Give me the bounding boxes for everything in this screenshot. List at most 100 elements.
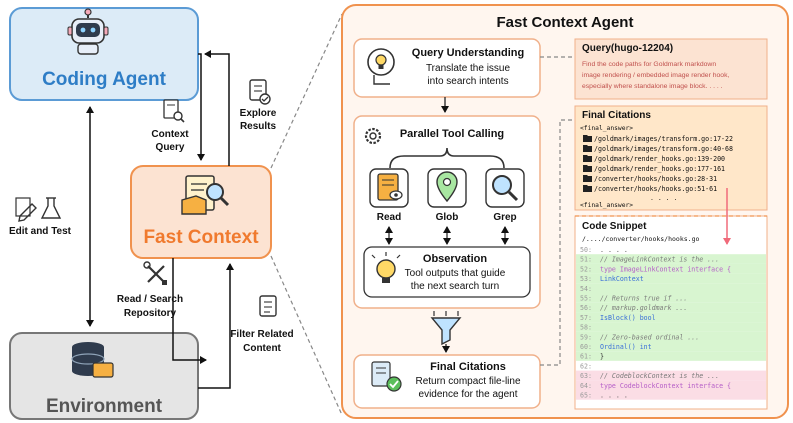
zoom-line-bottom bbox=[270, 255, 343, 416]
final-citations-desc-2: evidence for the agent bbox=[419, 389, 518, 400]
filter-list-icon bbox=[259, 295, 277, 317]
code-line-bg bbox=[576, 273, 766, 284]
code-line: 52:type ImageLinkContext interface { bbox=[576, 263, 766, 274]
citation-row: /converter/hooks/hooks.go:28-31 bbox=[583, 175, 717, 183]
code-line-bg bbox=[576, 312, 766, 323]
document-check-icon bbox=[371, 361, 402, 392]
coding-agent-box: Coding Agent bbox=[9, 7, 199, 101]
citations-card: Final Citations <final_answer> /goldmark… bbox=[574, 105, 768, 211]
context-query-arrow bbox=[197, 53, 205, 161]
explore-results-label-2: Results bbox=[240, 121, 277, 132]
zoom-line-top bbox=[270, 13, 343, 169]
query-understanding-desc-2: into search intents bbox=[427, 76, 508, 87]
code-line-number: 61: bbox=[580, 353, 592, 361]
fast-context-label: Fast Context bbox=[143, 227, 259, 248]
gear-icon bbox=[364, 127, 382, 145]
query-title: Query(hugo-12204) bbox=[582, 43, 673, 54]
observation-desc-1: Tool outputs that guide bbox=[405, 268, 506, 279]
query-line-1: Find the code paths for Goldmark markdow… bbox=[582, 61, 716, 68]
filter-arrow bbox=[198, 263, 234, 389]
explore-results-arrow bbox=[204, 50, 230, 166]
database-folder-icon bbox=[71, 342, 114, 378]
code-line: 54: bbox=[576, 283, 766, 293]
citation-file: /goldmark/render_hooks.go:139-200 bbox=[594, 155, 725, 163]
code-line-text: type CodeblockContext interface { bbox=[600, 382, 731, 390]
code-line-bg bbox=[576, 390, 766, 400]
grep-magnifier-icon bbox=[492, 175, 519, 202]
edit-and-test-label: Edit and Test bbox=[9, 226, 72, 237]
citations-open-tag: <final_answer> bbox=[580, 125, 633, 132]
code-line-text: // markup.goldmark ... bbox=[600, 304, 687, 312]
citations-title: Final Citations bbox=[582, 110, 651, 121]
code-line: 60: Ordinal() int bbox=[576, 341, 766, 352]
code-line-number: 64: bbox=[580, 382, 592, 390]
code-line-number: 50: bbox=[580, 246, 592, 254]
code-line-number: 60: bbox=[580, 343, 592, 351]
citation-file: /goldmark/render_hooks.go:177-161 bbox=[594, 165, 725, 173]
final-citations-desc-1: Return compact file-line bbox=[415, 376, 520, 387]
code-snippet-title: Code Snippet bbox=[582, 221, 647, 232]
code-line-text: // CodeblockContext is the ... bbox=[600, 372, 719, 380]
code-line-number: 52: bbox=[580, 265, 592, 273]
code-line-text: // ImageLinkContext is the ... bbox=[600, 256, 719, 264]
code-line-number: 54: bbox=[580, 285, 592, 293]
brace bbox=[389, 147, 505, 169]
citation-row: /converter/hooks/hooks.go:51-61 bbox=[583, 185, 717, 193]
query-card: Query(hugo-12204) Find the code paths fo… bbox=[574, 38, 768, 100]
read-search-arrow bbox=[172, 258, 207, 364]
edit-flask-icon bbox=[15, 197, 62, 222]
read-search-label-1: Read / Search bbox=[117, 294, 183, 305]
query-line-2: image rendering / embedded image render … bbox=[582, 72, 729, 79]
filter-related-label-2: Content bbox=[243, 343, 281, 354]
folder-icon bbox=[583, 185, 592, 192]
document-search-icon bbox=[163, 99, 185, 123]
brain-bulb-icon bbox=[367, 48, 395, 85]
explore-results-label-1: Explore bbox=[240, 108, 277, 119]
observation-box: Observation Tool outputs that guide the … bbox=[363, 246, 531, 298]
query-understanding-desc-1: Translate the issue bbox=[426, 63, 511, 74]
code-line: 51:// ImageLinkContext is the ... bbox=[576, 254, 766, 264]
final-citations-box: Final Citations Return compact file-line… bbox=[353, 354, 541, 409]
code-line-text: // Returns true if ... bbox=[600, 295, 687, 303]
code-line-text: } bbox=[600, 353, 604, 361]
code-line-bg bbox=[576, 380, 766, 390]
folder-icon bbox=[583, 175, 592, 182]
code-line: 56: // markup.goldmark ... bbox=[576, 302, 766, 313]
read-tool: Read bbox=[369, 168, 409, 223]
robot-icon bbox=[67, 8, 109, 55]
code-line-bg bbox=[576, 293, 766, 303]
query-understanding-box: Query Understanding Translate the issue … bbox=[353, 38, 541, 98]
code-line-number: 63: bbox=[580, 372, 592, 380]
code-line-number: 57: bbox=[580, 314, 592, 322]
code-line-bg bbox=[576, 322, 766, 332]
citation-row: /goldmark/render_hooks.go:177-161 bbox=[583, 165, 725, 173]
code-line: 64: type CodeblockContext interface { bbox=[576, 380, 766, 390]
read-tool-label: Read bbox=[377, 212, 401, 223]
code-line-bg bbox=[576, 283, 766, 293]
code-line-number: 59: bbox=[580, 333, 592, 341]
code-line-bg bbox=[576, 254, 766, 264]
glob-tool-label: Glob bbox=[436, 212, 459, 223]
parallel-tool-calling-title: Parallel Tool Calling bbox=[400, 128, 504, 140]
read-search-label-2: Repository bbox=[124, 308, 177, 319]
environment-box: Environment bbox=[9, 332, 199, 420]
folder-icon bbox=[583, 135, 592, 142]
code-line-text: . . . . bbox=[600, 246, 628, 254]
code-line-bg bbox=[576, 331, 766, 342]
panel-title: Fast Context Agent bbox=[497, 14, 634, 31]
code-line-text: // Zero-based ordinal ... bbox=[600, 333, 699, 341]
code-line: 63: // CodeblockContext is the ... bbox=[576, 370, 766, 381]
glob-tool: Glob bbox=[427, 168, 467, 223]
code-line: 50: . . . . bbox=[576, 244, 766, 255]
query-understanding-title: Query Understanding bbox=[412, 47, 524, 59]
grep-tool-label: Grep bbox=[493, 212, 516, 223]
funnel-icon bbox=[430, 311, 462, 353]
checklist-icon bbox=[249, 79, 271, 105]
citation-file: /converter/hooks/hooks.go:28-31 bbox=[594, 175, 717, 183]
code-line-bg bbox=[576, 302, 766, 313]
glob-pin-icon bbox=[436, 171, 458, 203]
fast-context-box: Fast Context bbox=[130, 165, 272, 259]
environment-label: Environment bbox=[46, 396, 163, 417]
code-snippet-card: Code Snippet /..../converter/hooks/hooks… bbox=[574, 215, 768, 410]
